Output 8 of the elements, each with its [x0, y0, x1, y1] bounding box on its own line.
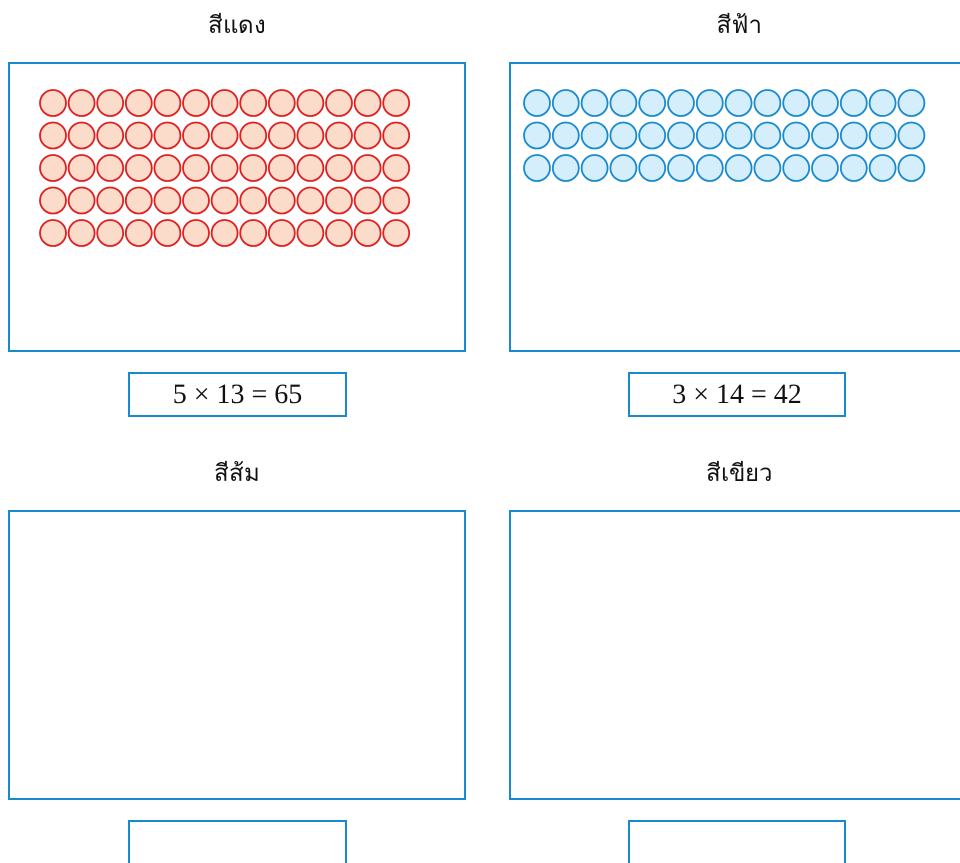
- panel-heading: สีแดง: [207, 10, 267, 40]
- answer-box: [628, 820, 846, 863]
- panel-heading: สีฟ้า: [716, 10, 762, 40]
- panel-heading: สีส้ม: [213, 458, 261, 488]
- panel-heading: สีเขียว: [705, 458, 773, 488]
- answer-box: [128, 820, 347, 863]
- equation-box: 5 × 13 = 65: [128, 372, 347, 417]
- equation-box: 3 × 14 = 42: [628, 372, 846, 417]
